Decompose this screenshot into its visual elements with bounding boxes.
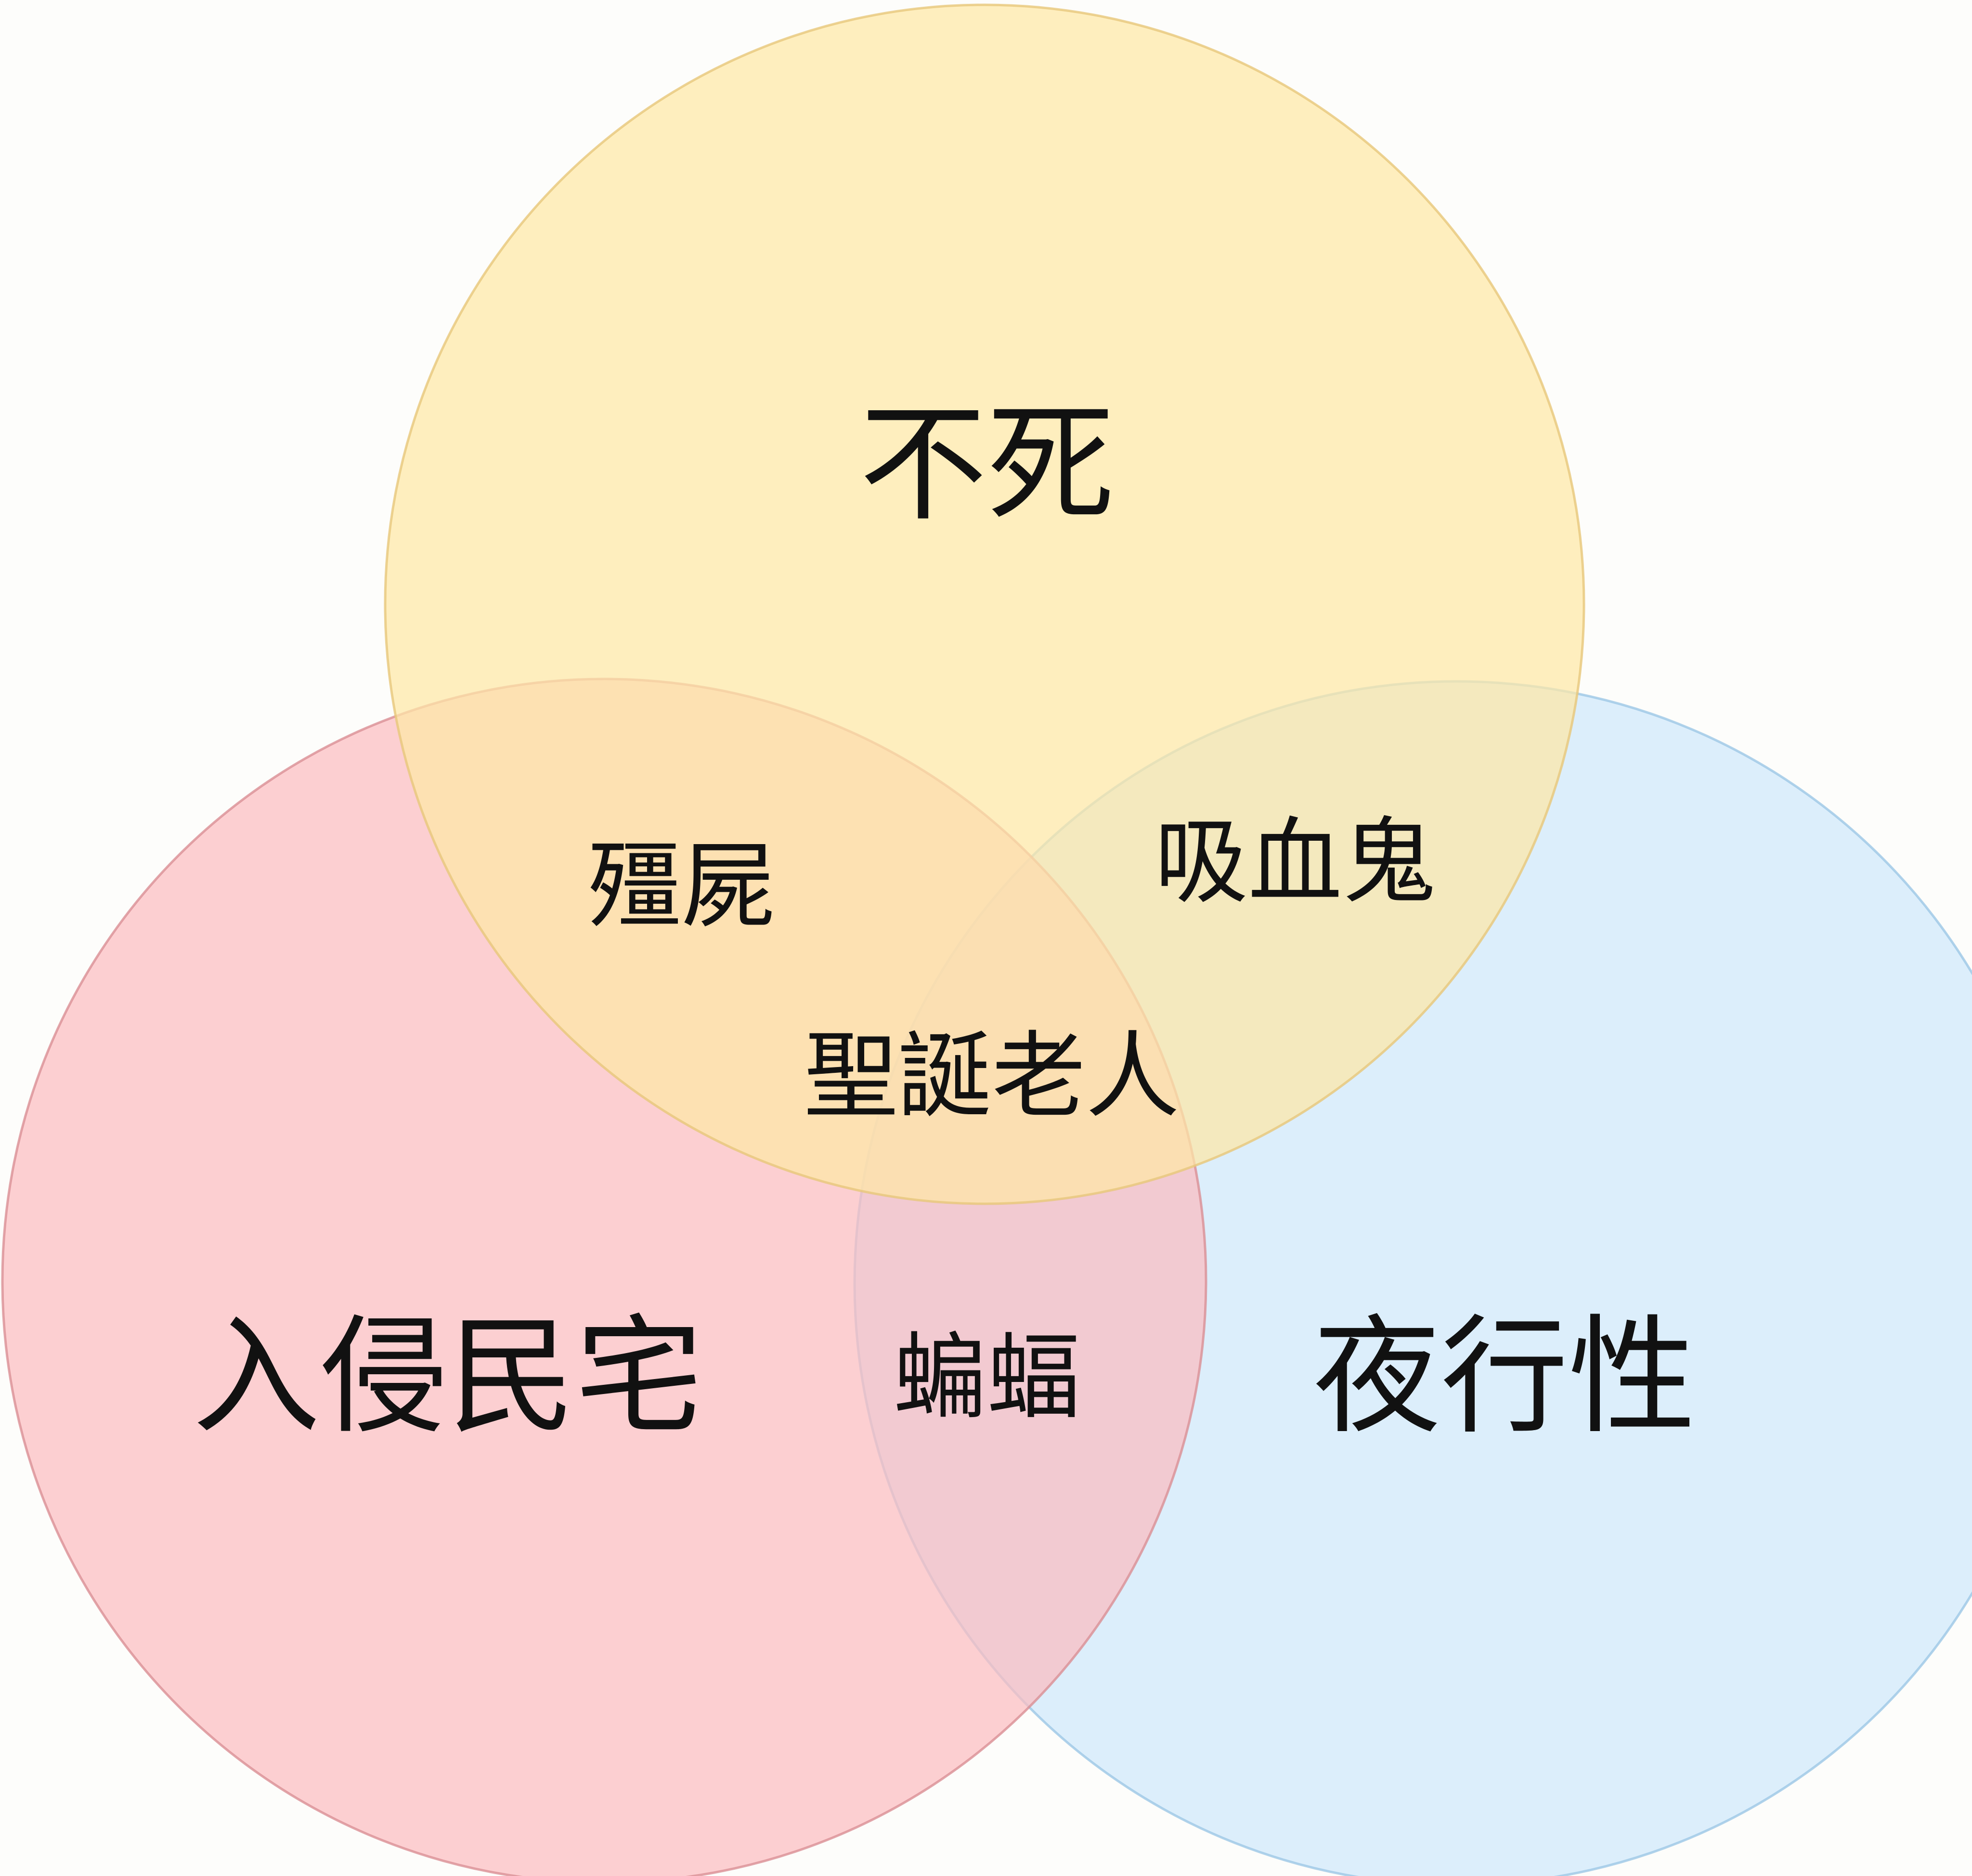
label-home-invasion: 入侵民宅 [193,1303,703,1451]
venn-labels: 不死 入侵民宅 夜行性 殭屍 吸血鬼 蝙蝠 聖誕老人 [193,391,1696,1451]
venn-circles [1,3,1972,1876]
label-vampire: 吸血鬼 [1155,808,1436,917]
label-nocturnal: 夜行性 [1313,1303,1696,1451]
circle-undead [384,3,1585,1205]
label-undead: 不死 [859,391,1115,539]
label-santa: 聖誕老人 [804,1022,1180,1131]
label-zombie: 殭屍 [587,832,775,941]
label-bat: 蝙蝠 [893,1323,1081,1432]
